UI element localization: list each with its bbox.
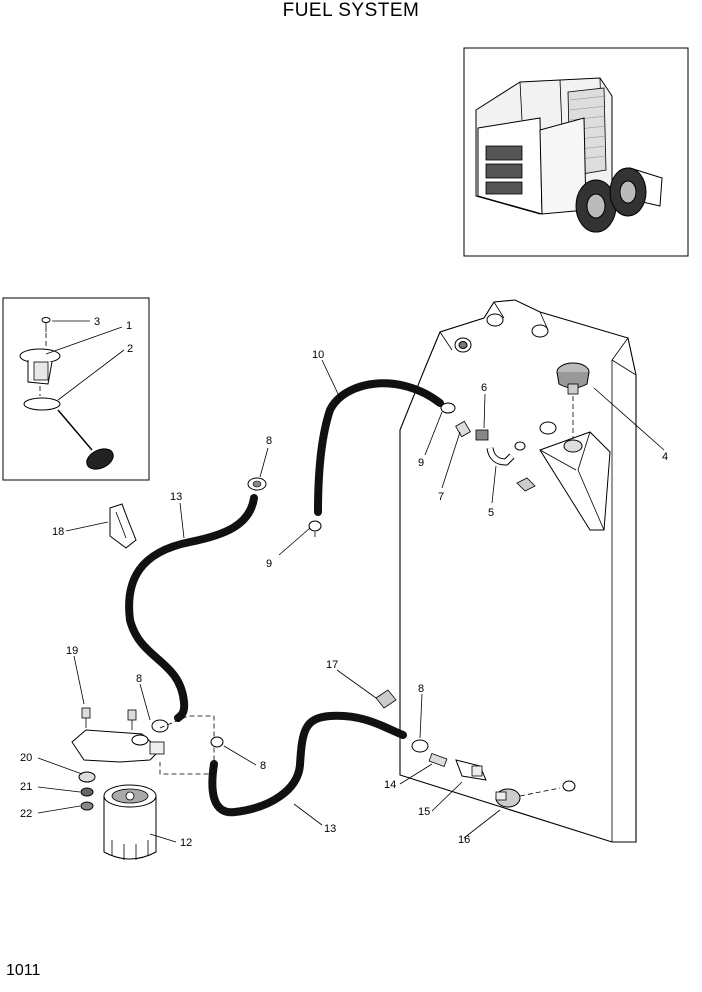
elbow-5 xyxy=(486,441,526,466)
sender-float-arm xyxy=(23,397,114,470)
callout-8-clamp: 8 xyxy=(260,760,266,772)
callout-13-upper: 13 xyxy=(170,491,182,503)
callout-8-top: 8 xyxy=(266,435,272,447)
callout-labels: 3 1 2 10 6 4 9 7 5 8 13 18 9 19 8 17 8 2… xyxy=(20,316,668,849)
callout-10: 10 xyxy=(312,349,324,361)
callout-8-right: 8 xyxy=(418,683,424,695)
callout-19: 19 xyxy=(66,645,78,657)
hose-clamp-9-lower xyxy=(308,520,322,540)
nut-22 xyxy=(80,801,94,811)
clip-18 xyxy=(109,503,137,549)
callout-22: 22 xyxy=(20,808,32,820)
hose-13-lower xyxy=(208,711,407,817)
callout-7: 7 xyxy=(438,491,444,503)
callout-2: 2 xyxy=(127,343,133,355)
hose-clamp-8-filter xyxy=(210,736,224,748)
sender-screw xyxy=(41,317,51,332)
callout-9-lower: 9 xyxy=(266,558,272,570)
bolt-19 xyxy=(81,707,91,728)
filter-hose-loop xyxy=(159,715,215,775)
callout-20: 20 xyxy=(20,752,32,764)
callout-18: 18 xyxy=(52,526,64,538)
callout-16: 16 xyxy=(458,834,470,846)
fitting-6 xyxy=(475,429,489,441)
callout-12: 12 xyxy=(180,837,192,849)
callout-9-upper: 9 xyxy=(418,457,424,469)
page-title: FUEL SYSTEM xyxy=(282,0,420,21)
fuel-cap xyxy=(556,362,590,438)
callout-4: 4 xyxy=(662,451,668,463)
callout-14: 14 xyxy=(384,779,396,791)
washer-20 xyxy=(78,771,96,783)
callout-8-filter-head: 8 xyxy=(136,673,142,685)
fuel-filter-12 xyxy=(103,784,157,860)
fuel-filter-head xyxy=(71,719,169,763)
page-number: 1011 xyxy=(6,962,41,979)
callout-3: 3 xyxy=(94,316,100,328)
hose-clamp-9-upper xyxy=(440,402,456,414)
hose-10 xyxy=(314,379,444,516)
valve-15 xyxy=(455,759,487,781)
callout-5: 5 xyxy=(488,507,494,519)
callout-1: 1 xyxy=(126,320,132,332)
hose-clamp-upper xyxy=(247,477,267,491)
elbow-16 xyxy=(495,787,561,808)
drain-plug-17 xyxy=(375,689,397,709)
hose-clamp-8-right xyxy=(411,739,429,753)
connector-7 xyxy=(455,420,471,438)
hose-13-upper xyxy=(125,494,258,722)
callout-17: 17 xyxy=(326,659,338,671)
bolt-19-second xyxy=(127,709,137,730)
callout-13-lower: 13 xyxy=(324,823,336,835)
callout-21: 21 xyxy=(20,781,32,793)
callout-6: 6 xyxy=(481,382,487,394)
callout-15: 15 xyxy=(418,806,430,818)
leader-lines xyxy=(37,320,665,843)
nut-21 xyxy=(80,787,94,797)
fitting-14 xyxy=(428,752,448,768)
skid-steer-loader-illustration xyxy=(475,77,663,233)
machine-overview-inset xyxy=(463,47,689,257)
